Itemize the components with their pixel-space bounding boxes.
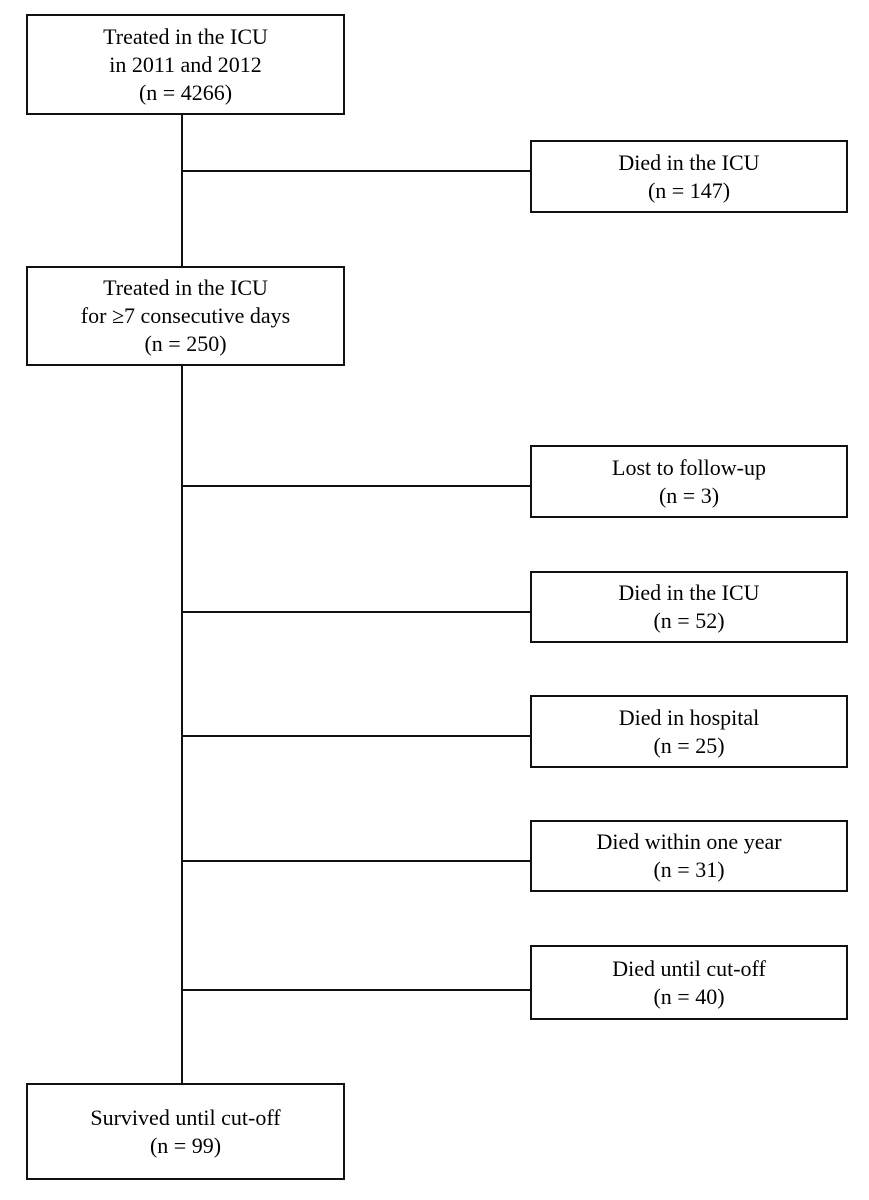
node-text-line: in 2011 and 2012 [109, 51, 262, 77]
connector-branch-lost-to-follow-up [181, 485, 530, 487]
connector-branch-died-in-hospital [181, 735, 530, 737]
node-survived-until-cut-off: Survived until cut-off (n = 99) [26, 1083, 345, 1180]
node-count-line: (n = 40) [653, 983, 725, 1009]
node-text-line: Died in the ICU [618, 580, 760, 605]
connector-branch-died-until-cut-off [181, 989, 530, 991]
connector-branch-died-within-one-year [181, 860, 530, 862]
node-died-in-icu-second: Died in the ICU (n = 52) [530, 571, 848, 643]
node-died-in-hospital: Died in hospital (n = 25) [530, 695, 848, 768]
node-died-in-icu-first: Died in the ICU (n = 147) [530, 140, 848, 213]
connector-branch-died-icu-second [181, 611, 530, 613]
node-text-line: Lost to follow-up [612, 454, 766, 480]
node-text-line: for ≥7 consecutive days [80, 303, 291, 328]
node-text-line: Treated in the ICU [103, 275, 268, 300]
node-text-line: Died within one year [596, 829, 782, 854]
node-text-line: Died in the ICU [618, 149, 760, 175]
connector-branch-died-icu-first [181, 170, 530, 172]
node-died-within-one-year: Died within one year (n = 31) [530, 820, 848, 892]
node-count-line: (n = 3) [658, 482, 720, 508]
node-text-line: Died until cut-off [612, 955, 766, 981]
node-text-line: Died in hospital [618, 704, 760, 730]
node-count-line: (n = 4266) [138, 79, 233, 105]
node-count-line: (n = 31) [653, 857, 725, 882]
node-treated-icu-7-days: Treated in the ICU for ≥7 consecutive da… [26, 266, 345, 366]
node-count-line: (n = 52) [653, 608, 725, 633]
connector-trunk-bottom [181, 366, 183, 1083]
node-count-line: (n = 99) [149, 1132, 222, 1158]
connector-trunk-top [181, 115, 183, 266]
node-lost-to-follow-up: Lost to follow-up (n = 3) [530, 445, 848, 518]
node-count-line: (n = 147) [647, 177, 731, 203]
node-text-line: Survived until cut-off [90, 1104, 281, 1130]
node-treated-icu-2011-2012: Treated in the ICU in 2011 and 2012 (n =… [26, 14, 345, 115]
node-count-line: (n = 250) [144, 331, 227, 356]
node-died-until-cut-off: Died until cut-off (n = 40) [530, 945, 848, 1020]
node-text-line: Treated in the ICU [103, 23, 268, 49]
node-count-line: (n = 25) [653, 732, 725, 758]
